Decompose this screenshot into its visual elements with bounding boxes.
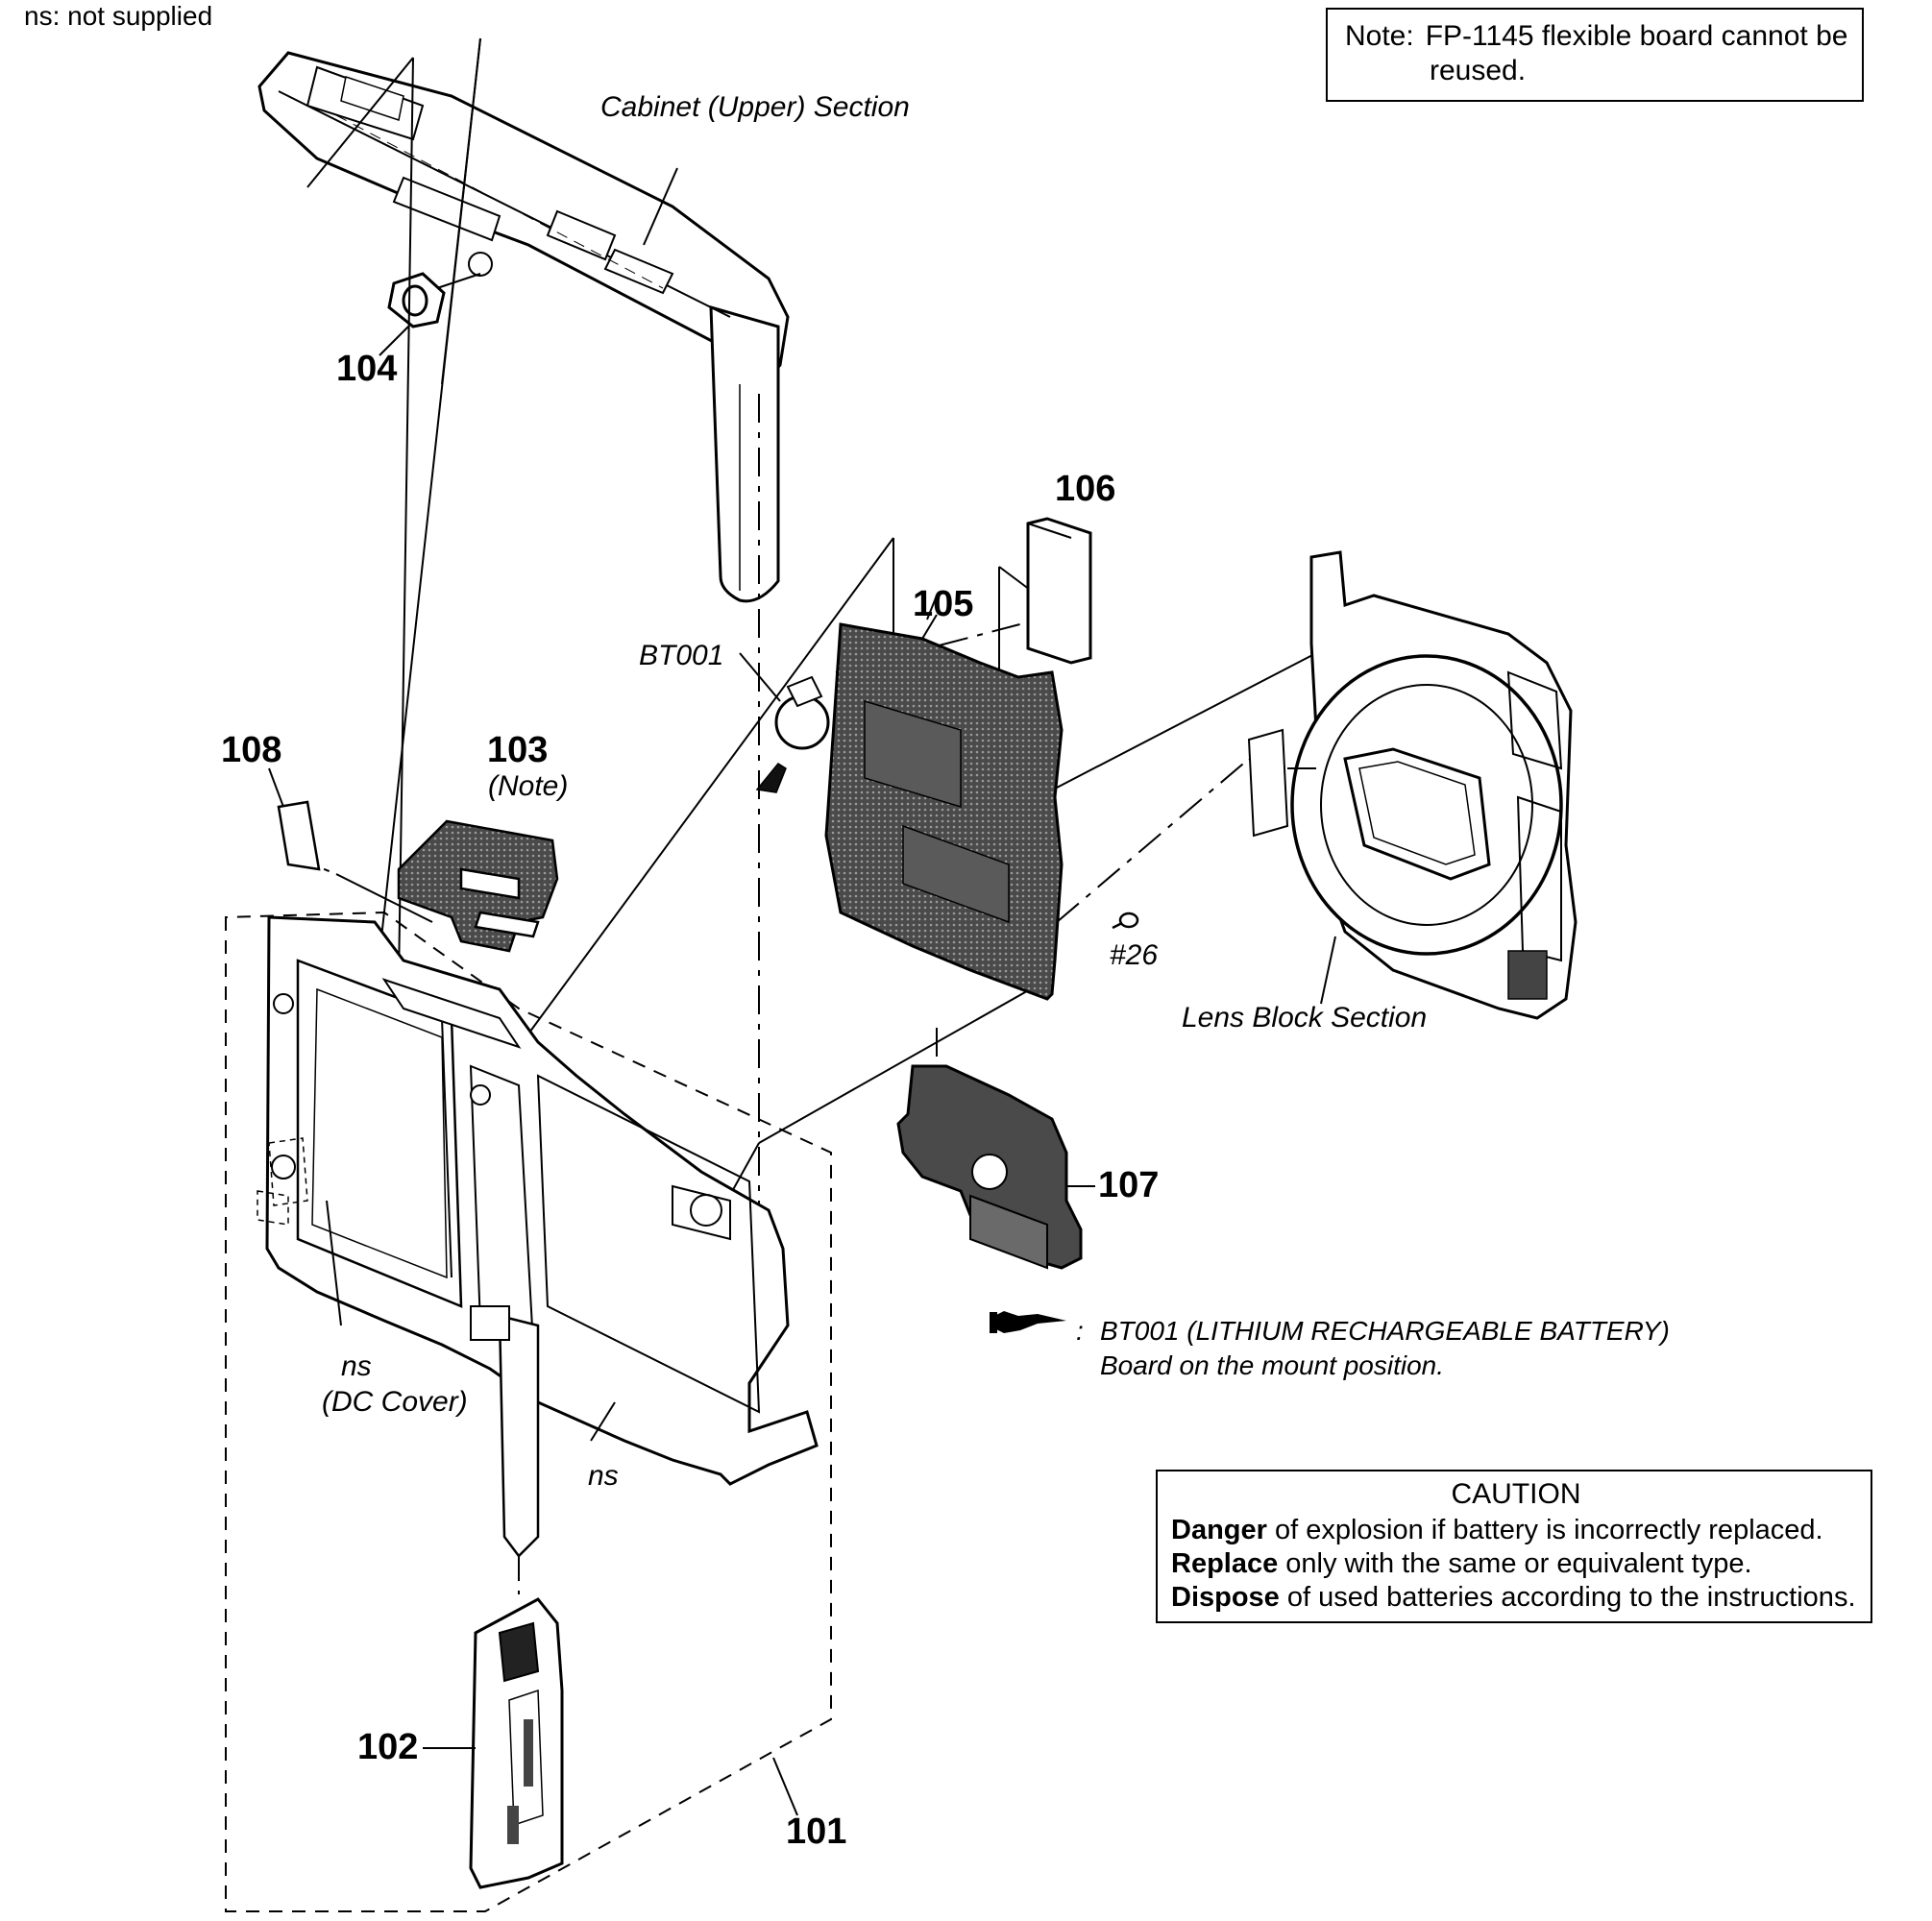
battery-note-line-1: BT001 (LITHIUM RECHARGEABLE BATTERY) bbox=[1100, 1316, 1670, 1346]
screw-26 bbox=[1112, 912, 1139, 930]
cabinet-upper-label: Cabinet (Upper) Section bbox=[600, 91, 910, 123]
note-text-1: FP-1145 flexible board cannot be bbox=[1425, 20, 1848, 52]
pointing-hand-icon bbox=[990, 1311, 1066, 1333]
lens-block-label: Lens Block Section bbox=[1182, 1002, 1428, 1033]
note-text-2: reused. bbox=[1430, 55, 1527, 86]
caution-line-3-text: of used batteries according to the instr… bbox=[1279, 1581, 1856, 1613]
caution-line-3-bold: Dispose bbox=[1171, 1581, 1280, 1613]
part-107 bbox=[896, 1064, 1095, 1270]
dc-cover-label: (DC Cover) bbox=[322, 1386, 468, 1418]
part-108-label: 108 bbox=[221, 730, 282, 770]
part-106-label: 106 bbox=[1055, 469, 1116, 509]
caution-line-2: Replace only with the same or equivalent… bbox=[1171, 1547, 1861, 1581]
assembly-101-outline bbox=[225, 911, 832, 1912]
main-frame bbox=[257, 915, 819, 1558]
caution-box: CAUTION Danger of explosion if battery i… bbox=[1156, 1470, 1872, 1624]
part-102-label: 102 bbox=[357, 1727, 419, 1767]
bt001-label: BT001 bbox=[639, 640, 724, 671]
part-103-label: 103 bbox=[487, 730, 549, 770]
battery-note-separator: : bbox=[1076, 1316, 1084, 1346]
screw-26-label: #26 bbox=[1110, 939, 1159, 971]
part-105-label: 105 bbox=[913, 584, 974, 624]
ns-frame-label: ns bbox=[588, 1460, 619, 1492]
part-102-cover bbox=[423, 1597, 564, 1889]
bt001-battery bbox=[739, 652, 830, 793]
cabinet-upper-section bbox=[257, 51, 790, 603]
caution-title: CAUTION bbox=[1451, 1478, 1581, 1510]
ns-legend: ns: not supplied bbox=[24, 1, 213, 31]
part-106 bbox=[1026, 517, 1092, 665]
caution-line-2-text: only with the same or equivalent type. bbox=[1278, 1547, 1752, 1579]
caution-line-1: Danger of explosion if battery is incorr… bbox=[1171, 1514, 1861, 1547]
note-line-1: Note: FP-1145 flexible board cannot be bbox=[1345, 19, 1848, 54]
lens-block-section bbox=[1247, 550, 1577, 1020]
part-103-flexible-board bbox=[397, 819, 559, 953]
caution-line-3: Dispose of used batteries according to t… bbox=[1171, 1581, 1861, 1615]
part-107-label: 107 bbox=[1098, 1165, 1160, 1205]
note-box: Note: FP-1145 flexible board cannot be r… bbox=[1326, 8, 1864, 102]
part-101-label: 101 bbox=[786, 1812, 847, 1852]
caution-line-1-bold: Danger bbox=[1171, 1515, 1267, 1545]
part-103-note-label: (Note) bbox=[488, 770, 569, 802]
part-104-label: 104 bbox=[336, 349, 398, 389]
leader-lines bbox=[326, 167, 1336, 1816]
caution-line-2-bold: Replace bbox=[1171, 1547, 1279, 1579]
part-105-main-board bbox=[824, 614, 1064, 1001]
caution-line-1-text: of explosion if battery is incorrectly r… bbox=[1266, 1515, 1823, 1545]
battery-note-line-2: Board on the mount position. bbox=[1100, 1350, 1445, 1380]
ns-dc-label: ns bbox=[341, 1350, 372, 1382]
part-108 bbox=[268, 767, 321, 871]
part-104-lens-cap bbox=[379, 272, 481, 356]
note-prefix: Note: bbox=[1345, 20, 1414, 52]
